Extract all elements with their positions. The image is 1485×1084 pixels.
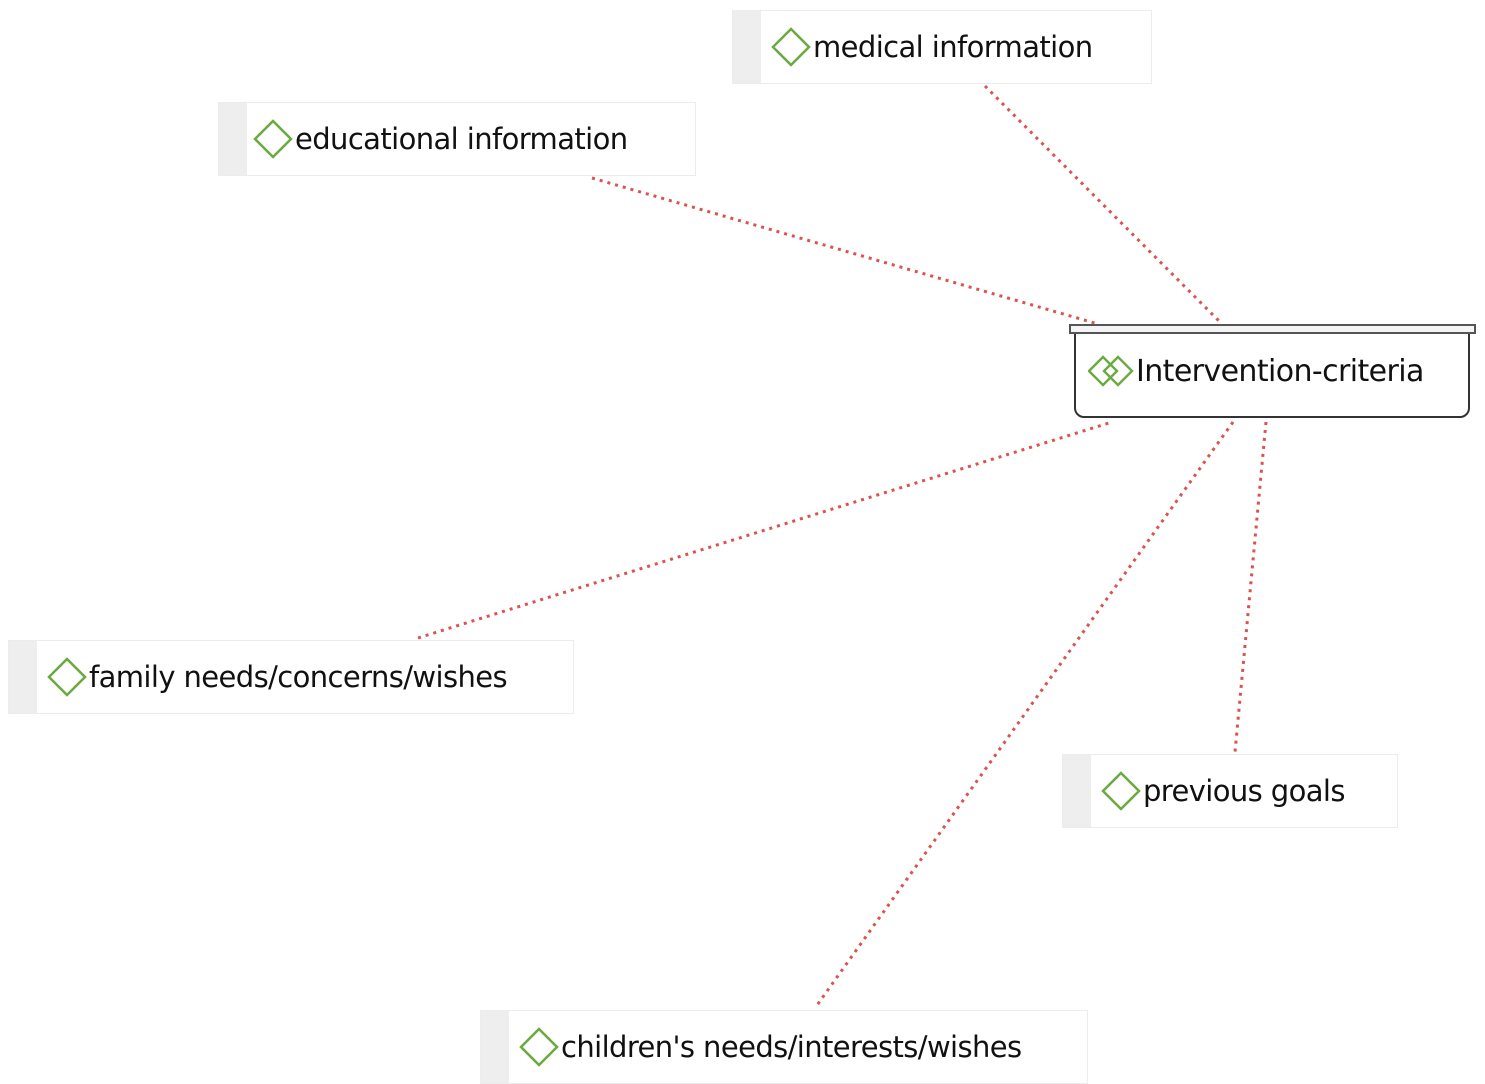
diamond-icon: [47, 657, 87, 697]
diamond-icon: [771, 27, 811, 67]
code-label: educational information: [295, 122, 628, 156]
link-family: [417, 420, 1113, 640]
node-handle[interactable]: [1063, 755, 1091, 827]
code-node-childrens-needs[interactable]: children's needs/interests/wishes: [480, 1010, 1088, 1084]
code-label: medical information: [813, 30, 1093, 64]
double-diamond-icon: [1088, 351, 1136, 391]
code-node-medical-information[interactable]: medical information: [732, 10, 1152, 84]
code-node-previous-goals[interactable]: previous goals: [1062, 754, 1398, 828]
code-node-family-needs[interactable]: family needs/concerns/wishes: [8, 640, 574, 714]
hub-label: Intervention-criteria: [1136, 353, 1424, 389]
link-medical: [983, 84, 1222, 324]
node-handle[interactable]: [219, 103, 247, 175]
diamond-icon: [1101, 771, 1141, 811]
node-handle[interactable]: [481, 1011, 509, 1083]
link-children: [813, 421, 1235, 1009]
hub-title-bar[interactable]: [1069, 324, 1476, 334]
hub-node-intervention-criteria[interactable]: Intervention-criteria: [1069, 324, 1476, 418]
code-label: family needs/concerns/wishes: [89, 660, 508, 694]
node-handle[interactable]: [9, 641, 37, 713]
node-handle[interactable]: [733, 11, 761, 83]
diamond-icon: [519, 1027, 559, 1067]
code-label: previous goals: [1143, 774, 1346, 808]
diamond-icon: [253, 119, 293, 159]
link-previous: [1233, 421, 1268, 753]
code-node-educational-information[interactable]: educational information: [218, 102, 696, 176]
code-label: children's needs/interests/wishes: [561, 1030, 1022, 1064]
link-educational: [591, 176, 1099, 326]
